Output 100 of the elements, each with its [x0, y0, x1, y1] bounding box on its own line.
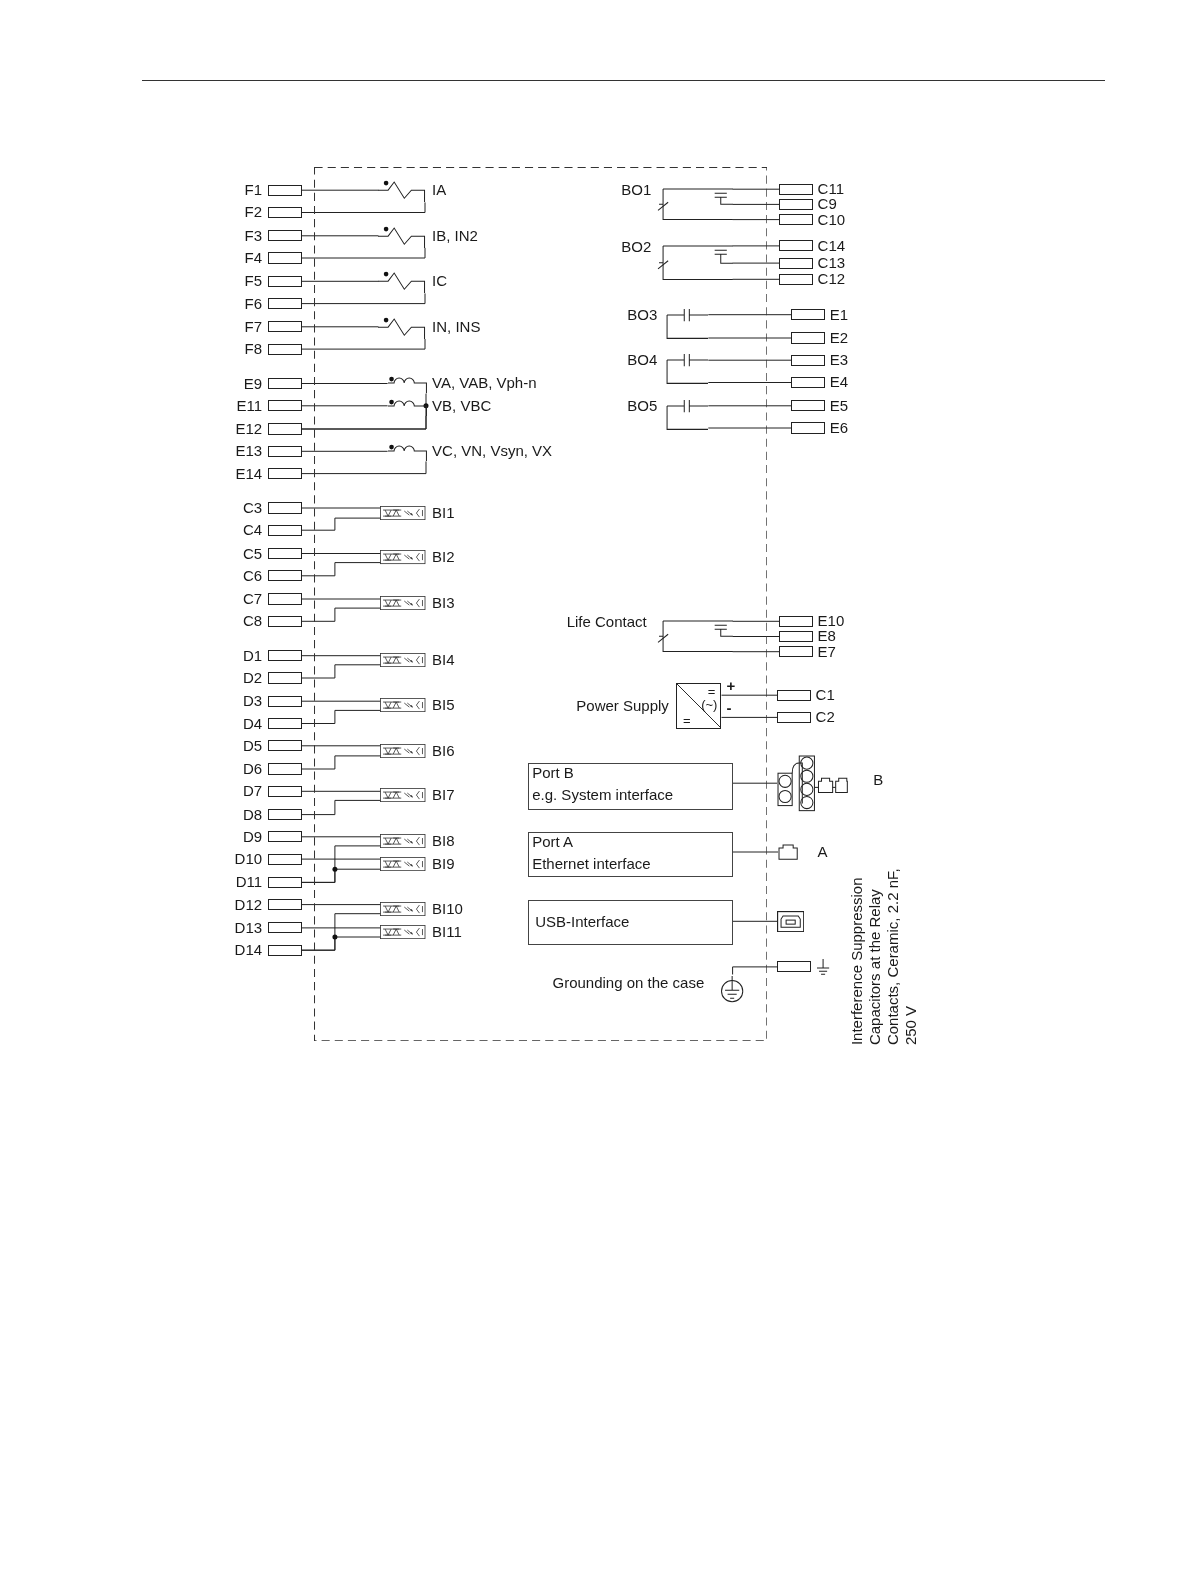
terminal-block: [268, 899, 302, 911]
terminal-block: [268, 400, 302, 412]
note-text: Interference Suppression Capacitors at the Relay Contacts, Ceramic, 2.2 nF, 250 V: [848, 867, 921, 1045]
terminal-block: [779, 214, 813, 226]
binary-input-label: BI2: [432, 548, 455, 567]
terminal-block: [268, 615, 302, 627]
binary-input-label: BI1: [432, 503, 455, 522]
ethernet-port-icon: [778, 843, 799, 861]
terminal-block: [268, 445, 302, 457]
terminal-label: E6: [829, 419, 849, 438]
channel-label: VC, VN, Vsyn, VX: [432, 442, 553, 461]
relay-output-label: BO2: [621, 237, 652, 256]
terminal-label: E11: [235, 396, 263, 415]
wire: [301, 507, 381, 509]
terminal-block: [268, 230, 302, 242]
terminal-block: [268, 763, 302, 775]
channel-label: IC: [432, 272, 448, 291]
wire: [301, 709, 381, 724]
terminal-label: C6: [241, 566, 263, 585]
terminal-label: E9: [242, 374, 263, 393]
interface-label: USB-Interface: [535, 913, 631, 932]
terminal-label: F5: [243, 272, 263, 291]
terminal-label: C13: [817, 254, 846, 273]
channel-label: IB, IN2: [432, 226, 478, 245]
terminal-label: D12: [233, 895, 263, 914]
terminal-block: [791, 422, 825, 434]
terminal-block: [268, 298, 302, 310]
interface-box: [528, 762, 733, 810]
relay-output-label: BO5: [627, 396, 658, 415]
terminal-block: [268, 853, 302, 865]
wire: [301, 189, 379, 191]
terminal-block: [779, 630, 813, 643]
terminal-block: [268, 275, 302, 287]
wire: [732, 203, 780, 205]
terminal-block: [268, 876, 302, 888]
terminal-label: E12: [234, 420, 263, 439]
terminal-block: [268, 377, 302, 390]
binary-input-label: BI7: [432, 786, 455, 805]
terminal-label: D6: [241, 760, 263, 779]
wire: [707, 427, 792, 429]
terminal-block: [791, 332, 825, 344]
binary-input-label: BI11: [432, 922, 462, 941]
terminal-block: [791, 376, 825, 389]
converter-symbol: (~): [701, 697, 718, 712]
channel-label: IA: [432, 181, 447, 200]
interface-label: Port A: [532, 832, 575, 851]
terminal-label: E14: [234, 464, 263, 483]
terminal-label: A: [817, 843, 828, 861]
terminal-block: [268, 423, 302, 435]
terminal-block: [268, 321, 302, 333]
terminal-label: E2: [829, 328, 849, 347]
wire: [301, 326, 379, 328]
terminal-block: [779, 273, 813, 285]
wire: [301, 235, 379, 237]
terminal-label: C12: [817, 270, 846, 289]
terminal-block: [268, 672, 302, 684]
terminal-block: [268, 740, 302, 752]
wire: [732, 219, 780, 221]
terminal-label: D10: [233, 850, 263, 869]
wire: [301, 927, 381, 929]
terminal-block: [791, 400, 825, 412]
terminal-label: C7: [241, 590, 263, 609]
channel-label: VB, VBC: [432, 396, 492, 415]
wire: [301, 868, 381, 883]
terminal-block: [268, 206, 302, 219]
converter-symbol: =: [682, 712, 691, 728]
terminal-block: [268, 252, 302, 264]
channel-label: VA, VAB, Vph-n: [432, 374, 537, 393]
wire: [707, 314, 792, 316]
terminal-label: F2: [243, 203, 263, 222]
terminal-block: [779, 646, 813, 658]
terminal-block: [268, 717, 302, 730]
terminal-block: [268, 695, 302, 707]
interface-label: Port B: [532, 763, 575, 782]
terminal-label: F7: [243, 317, 263, 336]
terminal-block: [268, 184, 302, 196]
terminal-block: [779, 198, 813, 210]
connector-drawing: [777, 754, 848, 812]
wire: [301, 562, 381, 577]
wire: [301, 904, 381, 906]
terminal-block: [268, 831, 302, 843]
wire: [721, 694, 778, 696]
wire: [301, 460, 427, 475]
terminal-block: [268, 343, 302, 355]
terminal-block: [268, 547, 302, 560]
terminal-label: F8: [243, 340, 263, 359]
wire: [301, 201, 426, 213]
terminal-block: [268, 650, 302, 662]
terminal-label: E3: [829, 351, 849, 370]
terminal-block: [268, 468, 302, 480]
wire: [301, 338, 426, 350]
dashed-enclosure: [313, 166, 767, 1042]
binary-input-label: BI6: [432, 741, 455, 760]
terminal-label: F6: [243, 294, 263, 313]
terminal-label: E1: [829, 305, 849, 324]
terminal-label: E4: [829, 373, 849, 392]
interface-label: e.g. System interface: [532, 785, 675, 804]
terminal-label: E13: [234, 442, 263, 461]
binary-input-label: BI3: [432, 593, 455, 612]
wire: [732, 920, 778, 922]
